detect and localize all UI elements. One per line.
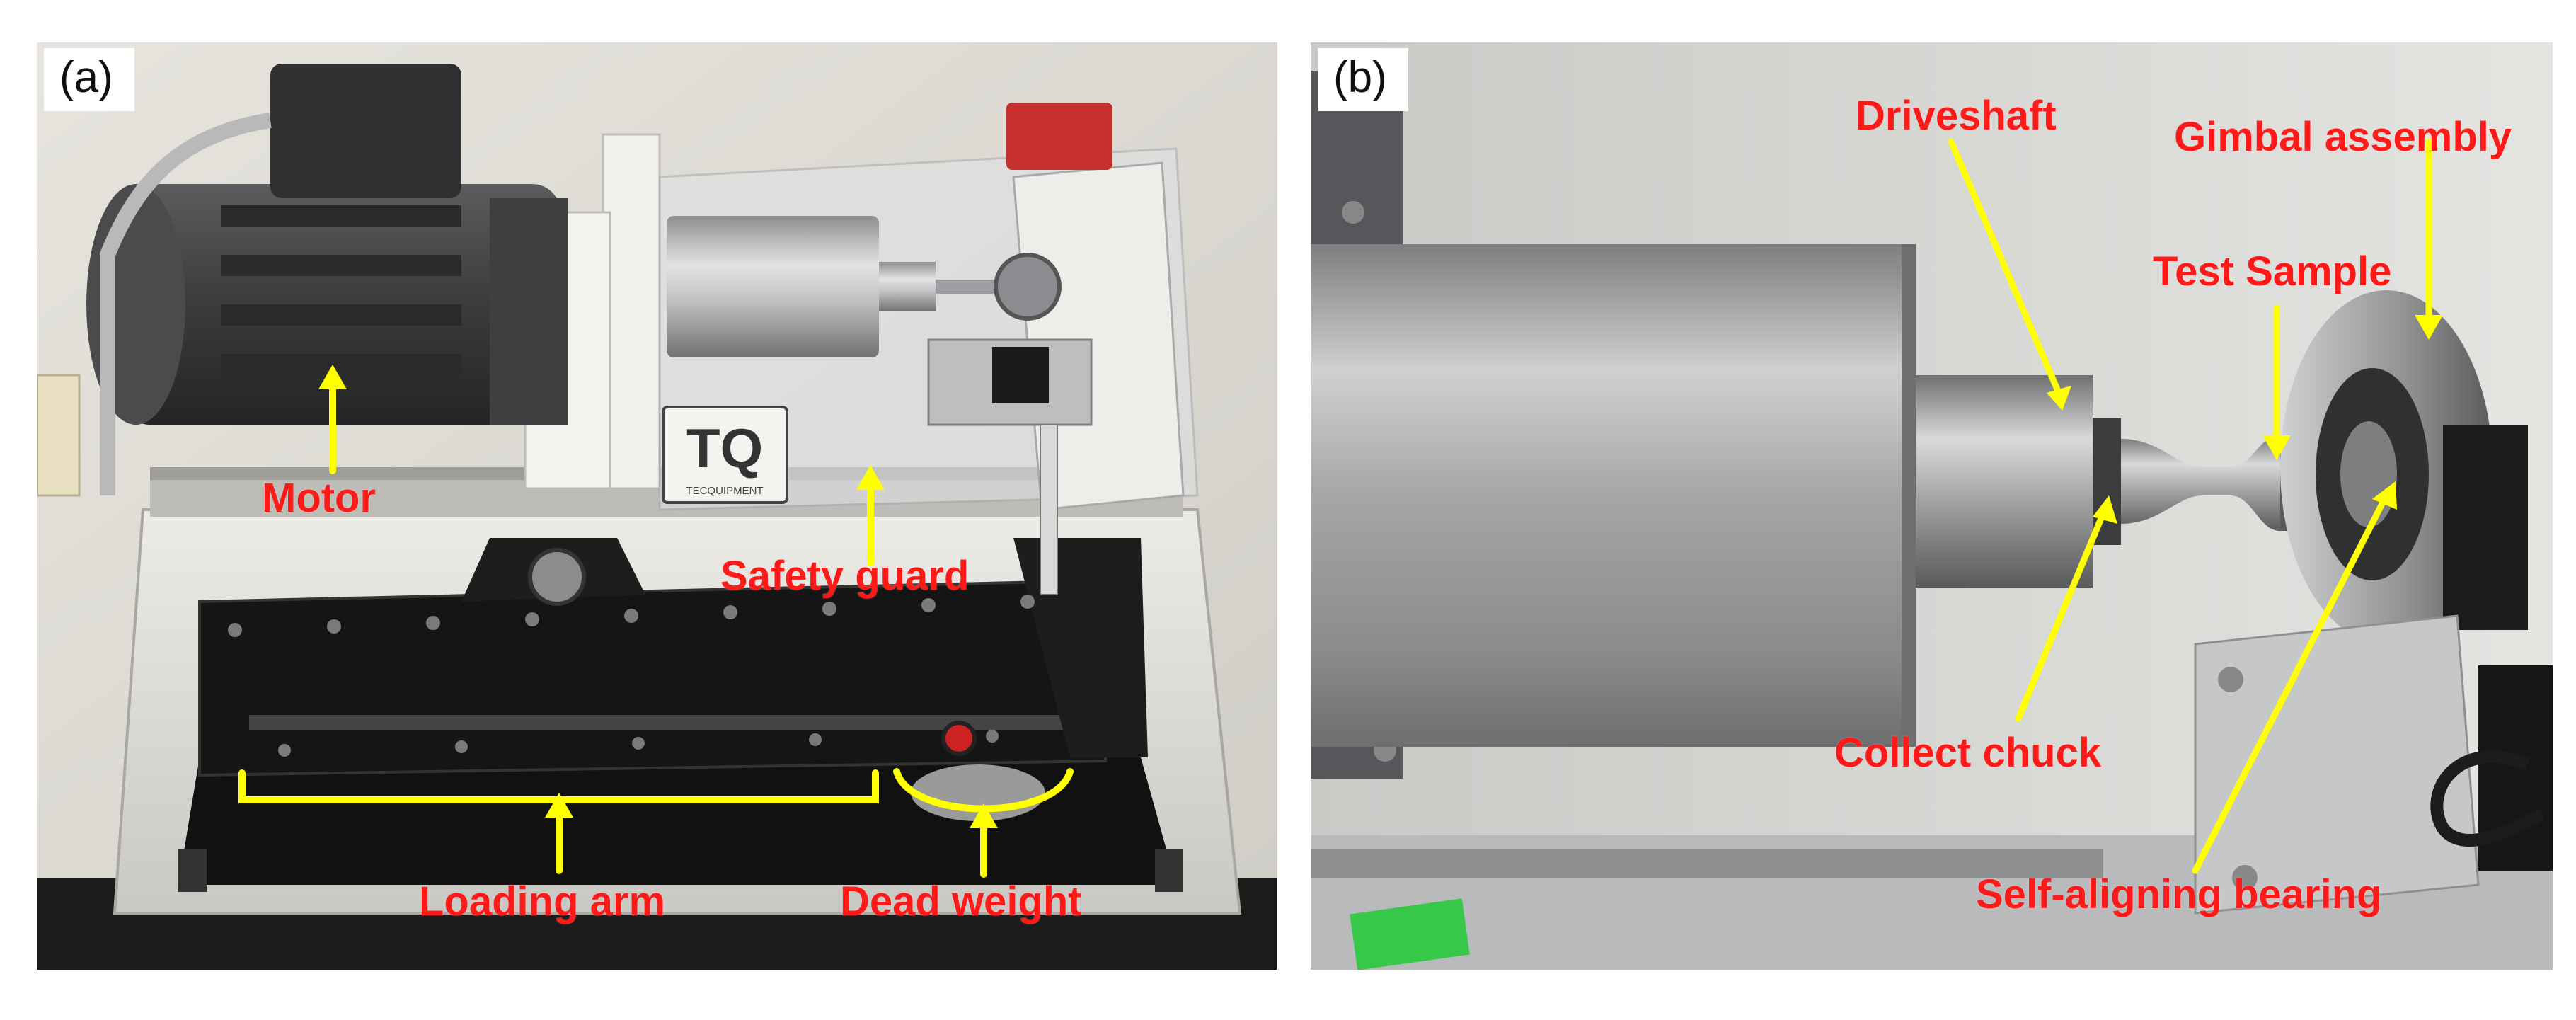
panel-b-photo: (b) Driveshaft Gimbal assembly Test Samp…	[1311, 42, 2553, 970]
dead-weight-label: Dead weight	[840, 878, 1082, 924]
spindle-closeup-photo	[1311, 42, 2553, 970]
fatigue-machine-photo: TQ TECQUIPMENT	[37, 42, 1277, 970]
loading-arm-label: Loading arm	[419, 878, 666, 924]
motor-label: Motor	[262, 475, 376, 521]
panel-b-letter: (b)	[1318, 48, 1408, 111]
self-aligning-bearing-label: Self-aligning bearing	[1976, 871, 2382, 917]
tecquipment-logo-text: TECQUIPMENT	[686, 485, 763, 497]
driveshaft-label: Driveshaft	[1856, 93, 2057, 139]
panel-a-letter: (a)	[44, 48, 134, 111]
collect-chuck-label: Collect chuck	[1834, 730, 2102, 776]
safety-guard-label: Safety guard	[720, 553, 970, 599]
test-sample-label: Test Sample	[2153, 248, 2392, 294]
panel-a-photo: TQ TECQUIPMENT (a)	[37, 42, 1277, 970]
svg-text:TQ: TQ	[686, 417, 763, 479]
gimbal-assembly-label: Gimbal assembly	[2174, 114, 2512, 160]
